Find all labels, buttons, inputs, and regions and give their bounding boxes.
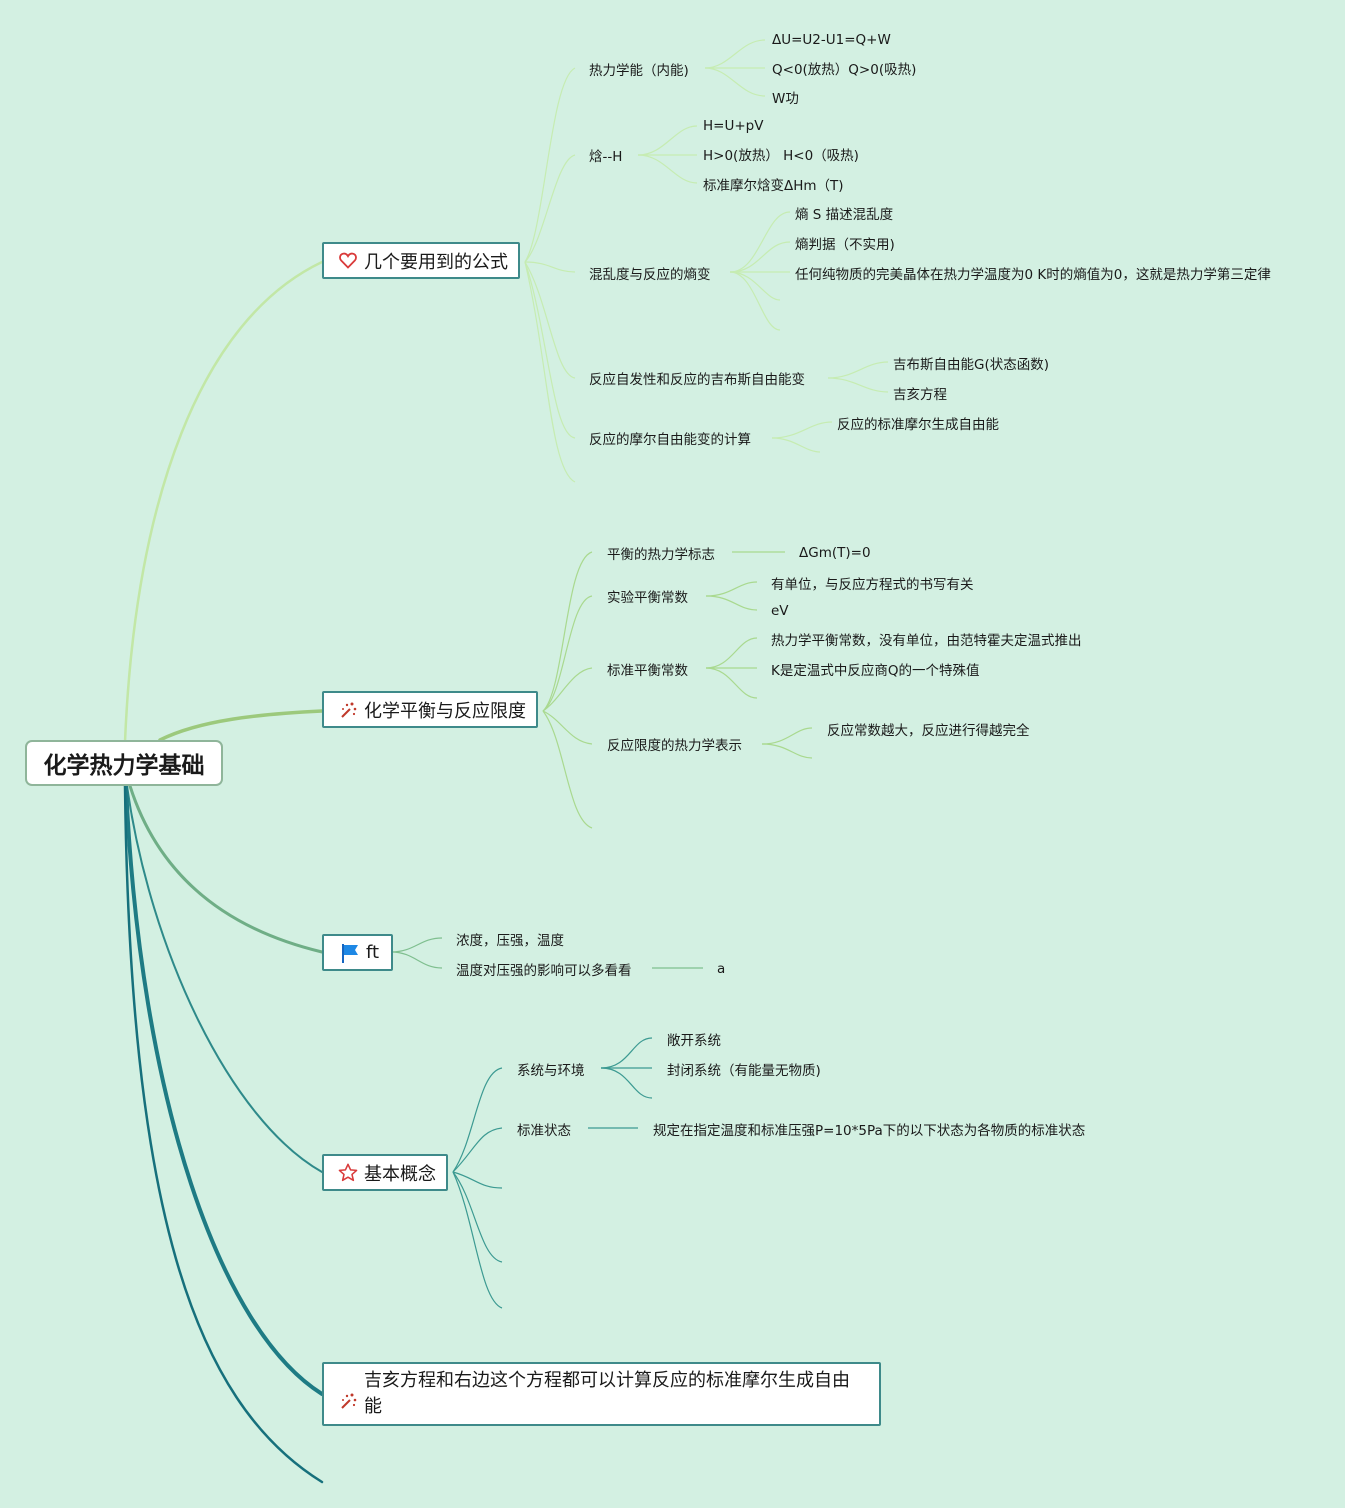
leaf-item[interactable]: 吉亥方程 <box>893 387 947 403</box>
branch-formulas[interactable]: 几个要用到的公式 <box>322 242 520 279</box>
formulas-molar-free-energy[interactable]: 反应的摩尔自由能变的计算 <box>589 432 751 448</box>
leaf-item[interactable]: eV <box>771 603 789 619</box>
leaf-item[interactable]: K是定温式中反应商Q的一个特殊值 <box>771 663 980 679</box>
formulas-gibbs[interactable]: 反应自发性和反应的吉布斯自由能变 <box>589 372 805 388</box>
leaf-item[interactable]: 有单位，与反应方程式的书写有关 <box>771 577 974 593</box>
leaf-item[interactable]: 标准摩尔焓变ΔHm（T) <box>703 178 844 194</box>
branch-label: 吉亥方程和右边这个方程都可以计算反应的标准摩尔生成自由能 <box>364 1370 850 1417</box>
leaf-item[interactable]: H=U+pV <box>703 118 764 134</box>
branch-equilibrium[interactable]: 化学平衡与反应限度 <box>322 691 538 728</box>
leaf-item[interactable]: ΔGm(T)=0 <box>799 545 871 561</box>
leaf-item[interactable]: ΔU=U2-U1=Q+W <box>772 32 891 48</box>
leaf-item[interactable]: H>0(放热） H<0（吸热) <box>703 148 859 164</box>
equilibrium-experimental-constant[interactable]: 实验平衡常数 <box>607 590 688 606</box>
leaf-item[interactable]: 规定在指定温度和标准压强P=10*5Pa下的以下状态为各物质的标准状态 <box>653 1123 1086 1139</box>
root-topic[interactable]: 化学热力学基础 <box>25 740 223 786</box>
branch-basic-concepts[interactable]: 基本概念 <box>322 1154 448 1191</box>
star-icon <box>338 1163 358 1183</box>
concepts-standard-state[interactable]: 标准状态 <box>517 1123 571 1139</box>
sparkle-icon <box>338 1391 358 1411</box>
equilibrium-mark[interactable]: 平衡的热力学标志 <box>607 547 715 563</box>
flag-icon <box>340 943 360 963</box>
leaf-item[interactable]: 温度对压强的影响可以多看看 <box>456 963 632 979</box>
branch-note[interactable]: 吉亥方程和右边这个方程都可以计算反应的标准摩尔生成自由能 <box>322 1362 881 1426</box>
leaf-item[interactable]: 敞开系统 <box>667 1033 721 1049</box>
sparkle-icon <box>338 700 358 720</box>
branch-ft[interactable]: ft <box>322 934 394 971</box>
leaf-item[interactable]: 热力学平衡常数，没有单位，由范特霍夫定温式推出 <box>771 633 1082 649</box>
leaf-item[interactable]: 反应常数越大，反应进行得越完全 <box>827 723 1030 739</box>
formulas-internal-energy[interactable]: 热力学能（内能) <box>589 63 689 79</box>
leaf-item[interactable]: 熵 S 描述混乱度 <box>795 207 894 223</box>
leaf-item[interactable]: Q<0(放热）Q>0(吸热) <box>772 62 917 78</box>
leaf-item[interactable]: a <box>717 961 726 977</box>
leaf-item[interactable]: 吉布斯自由能G(状态函数) <box>893 357 1049 373</box>
concepts-system[interactable]: 系统与环境 <box>517 1063 585 1079</box>
leaf-item[interactable]: 反应的标准摩尔生成自由能 <box>837 417 999 433</box>
leaf-item[interactable]: 任何纯物质的完美晶体在热力学温度为0 K时的熵值为0，这就是热力学第三定律 <box>795 267 1271 283</box>
leaf-item[interactable]: 封闭系统（有能量无物质) <box>667 1063 821 1079</box>
leaf-item[interactable]: 熵判据（不实用) <box>795 237 895 253</box>
formulas-enthalpy[interactable]: 焓--H <box>589 149 623 165</box>
equilibrium-standard-constant[interactable]: 标准平衡常数 <box>607 663 688 679</box>
heart-icon <box>338 251 358 271</box>
formulas-entropy[interactable]: 混乱度与反应的熵变 <box>589 267 711 283</box>
branch-label: 化学平衡与反应限度 <box>364 700 526 722</box>
branch-label: 基本概念 <box>364 1163 436 1185</box>
leaf-item[interactable]: W功 <box>772 91 799 107</box>
equilibrium-limit[interactable]: 反应限度的热力学表示 <box>607 738 742 754</box>
leaf-item[interactable]: 浓度，压强，温度 <box>456 933 564 949</box>
branch-label: ft <box>366 942 380 963</box>
branch-label: 几个要用到的公式 <box>364 251 508 273</box>
